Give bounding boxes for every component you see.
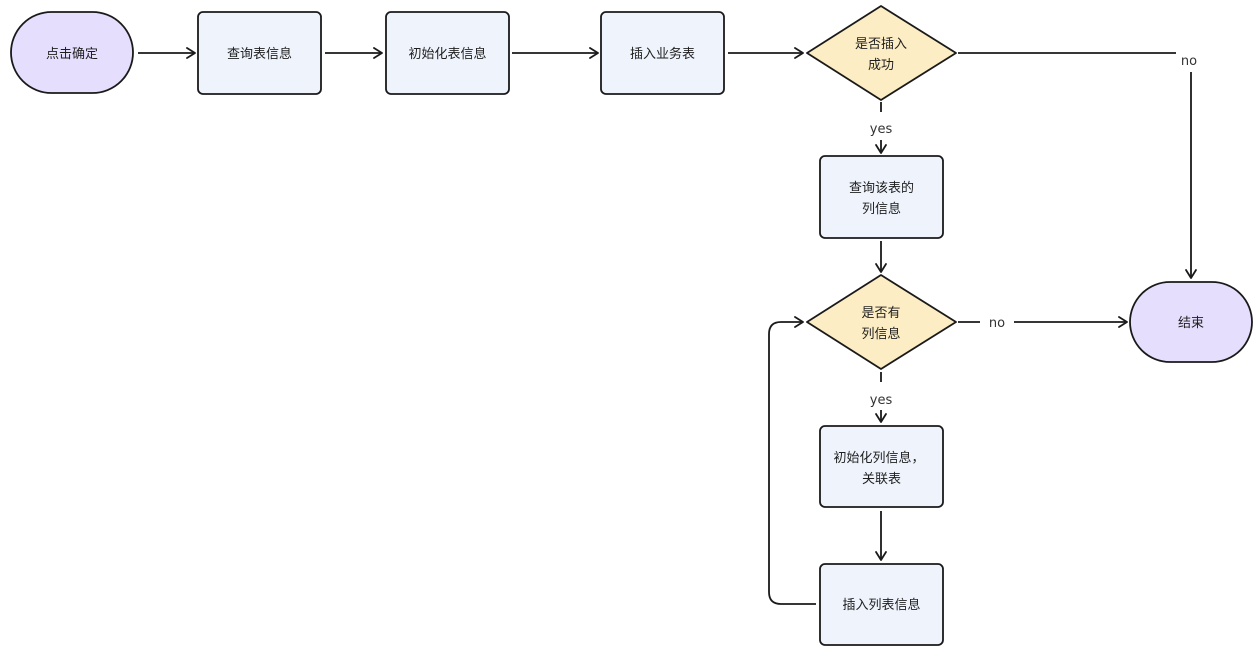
node-decision-insert-line1: 是否插入 xyxy=(855,37,907,52)
node-init-columns: 初始化列信息， 关联表 xyxy=(819,425,944,508)
node-init-table: 初始化表信息 xyxy=(385,11,510,95)
node-start: 点击确定 xyxy=(10,11,134,94)
node-end: 结束 xyxy=(1129,281,1253,363)
edges xyxy=(138,47,1197,605)
node-insert-columns-label: 插入列表信息 xyxy=(842,597,920,613)
edge-label-insert-no: no xyxy=(1181,54,1197,69)
edge-label-columns-no: no xyxy=(989,316,1005,331)
node-query-columns: 查询该表的 列信息 xyxy=(819,155,944,239)
node-decision-columns: 是否有 列信息 xyxy=(806,274,957,370)
node-query-columns-line1: 查询该表的 xyxy=(849,180,914,196)
node-insert-columns: 插入列表信息 xyxy=(819,563,944,646)
node-decision-insert-line2: 成功 xyxy=(868,58,894,73)
node-query-table: 查询表信息 xyxy=(197,11,322,95)
node-decision-columns-line2: 列信息 xyxy=(861,326,900,342)
node-start-label: 点击确定 xyxy=(46,47,98,62)
node-query-columns-line2: 列信息 xyxy=(862,201,901,217)
node-init-columns-line2: 关联表 xyxy=(862,472,901,487)
edge-insert-columns-loop-to-decision-columns xyxy=(768,316,816,605)
node-insert-business: 插入业务表 xyxy=(600,11,725,95)
node-end-label: 结束 xyxy=(1178,316,1204,331)
edge-label-columns-yes: yes xyxy=(870,393,893,408)
node-decision-columns-line1: 是否有 xyxy=(861,306,900,321)
node-query-table-label: 查询表信息 xyxy=(227,46,292,62)
edge-label-insert-yes: yes xyxy=(870,122,893,137)
node-insert-business-label: 插入业务表 xyxy=(630,46,695,62)
node-init-columns-line1: 初始化列信息， xyxy=(833,450,924,466)
node-init-table-label: 初始化表信息 xyxy=(408,46,486,62)
node-decision-insert: 是否插入 成功 xyxy=(806,5,957,101)
